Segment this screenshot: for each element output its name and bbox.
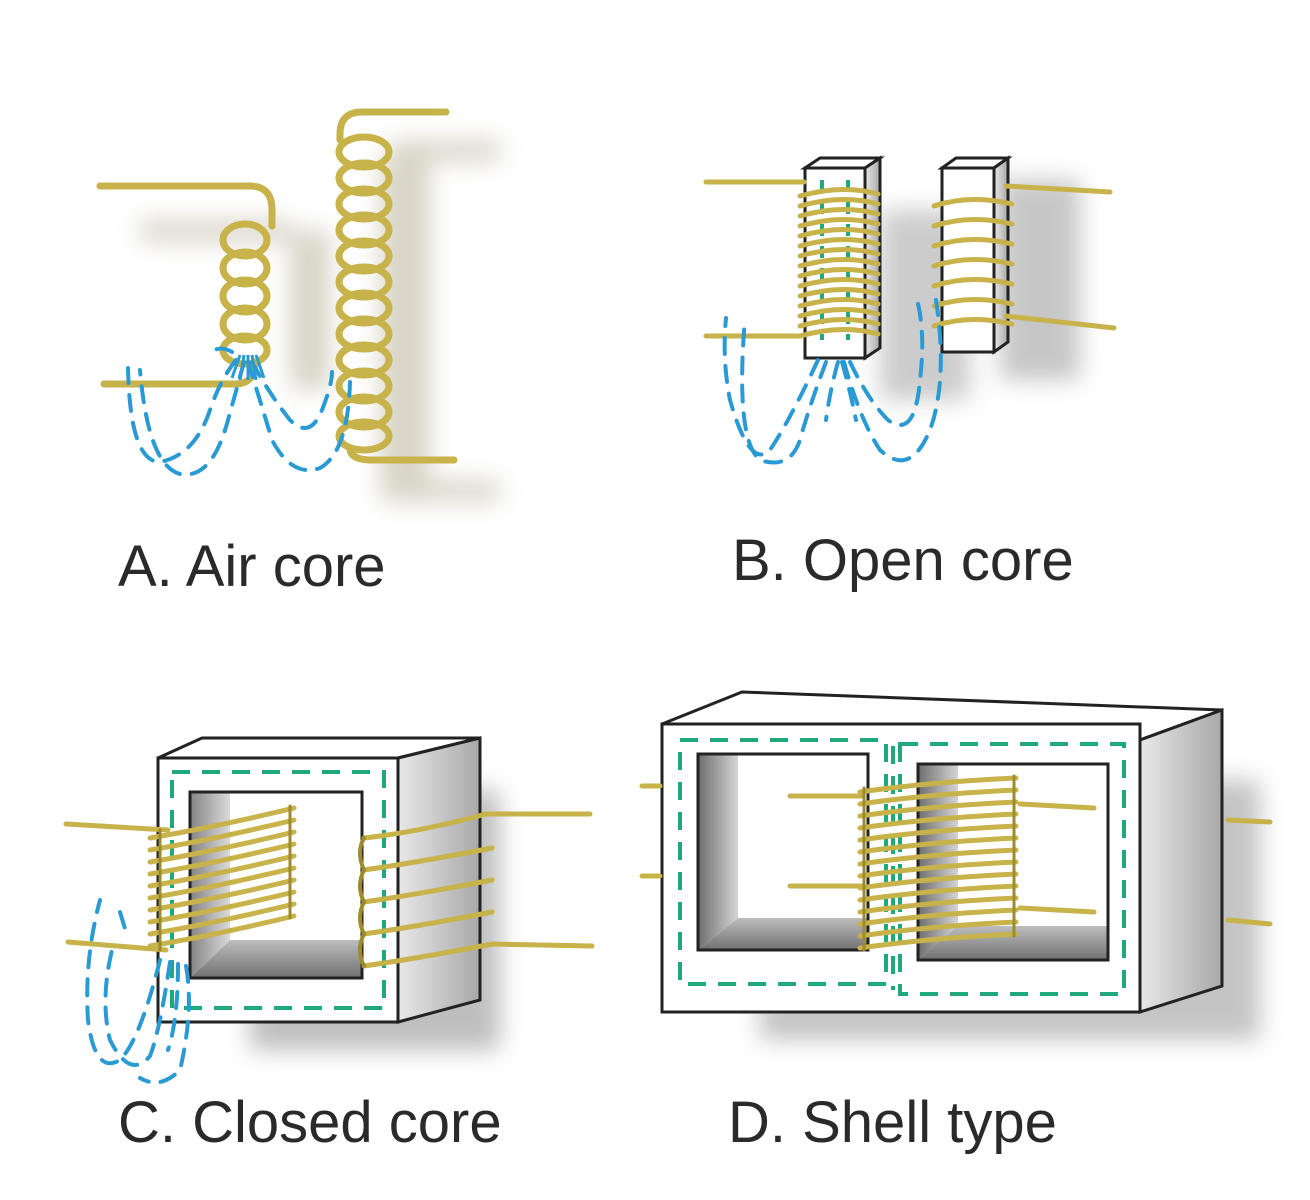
- open-core-secondary-winding: [931, 183, 1117, 331]
- caption-closed-core: C. Closed core: [118, 1090, 502, 1155]
- caption-shell-type: D. Shell type: [728, 1090, 1057, 1155]
- air-core-shadow: [140, 140, 500, 502]
- closed-core-illustration: [63, 736, 595, 1085]
- open-core-leakage-flux: [722, 294, 943, 465]
- air-core-primary-coil: [96, 182, 276, 388]
- shell-type-illustration: [639, 690, 1273, 1040]
- air-core-leakage-flux: [126, 346, 352, 477]
- air-core-secondary-lead-top: [336, 108, 450, 144]
- open-core-illustration: [703, 155, 1117, 465]
- air-core-illustration: [96, 108, 500, 502]
- closed-core-side-face: [396, 736, 482, 1024]
- closed-core-window-floor: [190, 940, 362, 978]
- air-core-secondary-lead-bottom: [346, 444, 458, 464]
- caption-air-core: A. Air core: [118, 534, 386, 599]
- shell-type-winding: [857, 774, 1019, 952]
- closed-core-primary-winding: [63, 804, 297, 953]
- air-core-primary-lead-top: [96, 182, 276, 230]
- shell-type-left-window: [696, 752, 870, 952]
- air-core-flux-origin: [230, 354, 266, 381]
- closed-core-leakage-flux: [85, 898, 191, 1085]
- shell-type-leads: [639, 783, 1273, 927]
- open-core-primary-winding: [703, 179, 881, 339]
- caption-open-core: B. Open core: [732, 528, 1074, 593]
- air-core-secondary-coil: [335, 108, 458, 464]
- shell-type-side-face: [1138, 707, 1224, 1015]
- closed-core-secondary-winding: [358, 811, 595, 969]
